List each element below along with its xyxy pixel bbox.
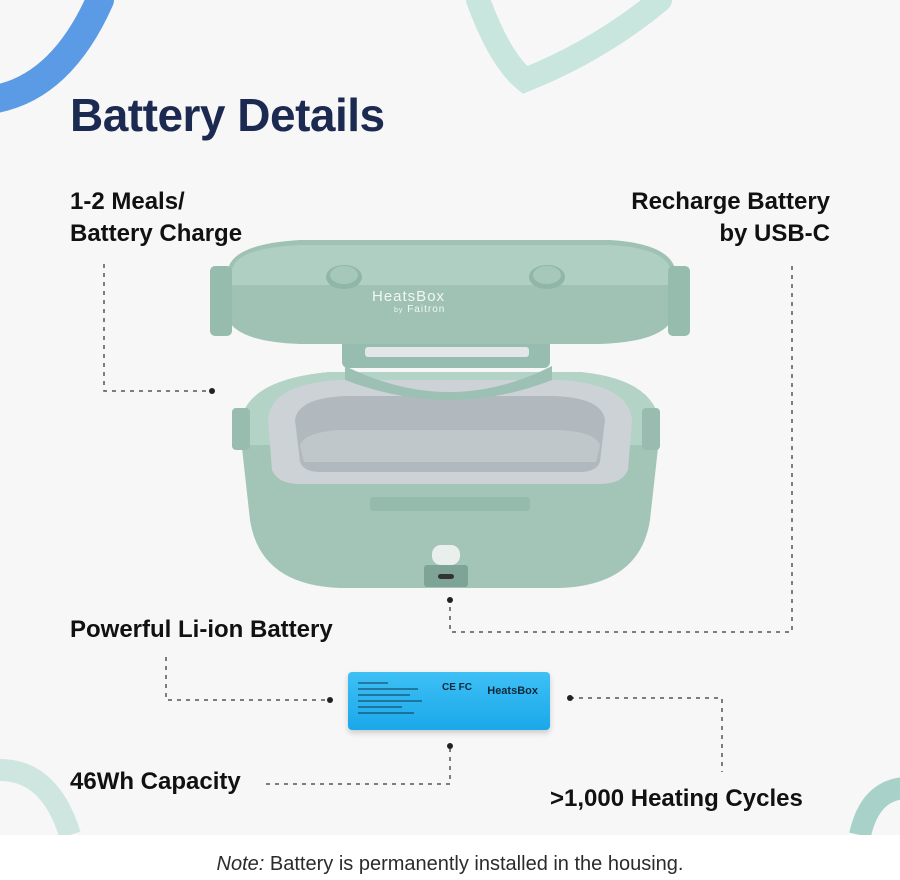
leader-line-li-ion bbox=[165, 657, 330, 701]
footnote: Note: Battery is permanently installed i… bbox=[0, 853, 900, 876]
teal-arc-bottom-left-decor bbox=[0, 759, 81, 839]
feature-recharge-line1: Recharge Battery bbox=[631, 188, 830, 215]
feature-li-ion-battery: Powerful Li-ion Battery bbox=[70, 616, 333, 643]
lid-clip-right bbox=[668, 266, 690, 336]
lid-logo-by: by bbox=[394, 307, 404, 314]
leader-dot-recharge bbox=[447, 597, 453, 603]
feature-recharge-usb-c: Recharge Battery by USB-C bbox=[631, 186, 830, 250]
leader-line-capacity bbox=[266, 746, 451, 785]
leader-line-recharge bbox=[449, 266, 793, 633]
lid-logo-maker: Faitron bbox=[407, 304, 446, 315]
leader-dot-cycles bbox=[567, 695, 573, 701]
power-button bbox=[432, 545, 460, 565]
teal-loop-decor bbox=[466, 0, 672, 94]
leader-dot-li-ion bbox=[327, 697, 333, 703]
footnote-text: Battery is permanently installed in the … bbox=[264, 853, 684, 875]
feature-heating-cycles: >1,000 Heating Cycles bbox=[550, 785, 803, 812]
leader-dot-capacity bbox=[447, 743, 453, 749]
battery-pack: CE FC HeatsBox bbox=[348, 672, 550, 730]
teal-arc-bottom-right-decor bbox=[849, 777, 900, 838]
lunch-box-illustration bbox=[210, 240, 690, 588]
battery-cert-marks: CE FC bbox=[442, 682, 472, 693]
leader-line-cycles bbox=[570, 697, 723, 772]
feature-meals-per-charge: 1-2 Meals/ Battery Charge bbox=[70, 186, 242, 250]
footnote-prefix: Note: bbox=[216, 853, 265, 875]
lid-logo-brand: HeatsBox bbox=[372, 288, 446, 305]
page-title: Battery Details bbox=[70, 89, 385, 141]
feature-meals-line2: Battery Charge bbox=[70, 220, 243, 247]
box-side-clip-right bbox=[642, 408, 660, 450]
blue-arc-decor bbox=[0, 0, 114, 113]
leader-line-meals bbox=[103, 264, 212, 392]
feature-recharge-line2: by USB-C bbox=[719, 220, 830, 247]
battery-fine-print bbox=[358, 678, 428, 718]
box-side-clip-left bbox=[232, 408, 250, 450]
feature-meals-line1: 1-2 Meals/ bbox=[70, 188, 185, 215]
feature-capacity: 46Wh Capacity bbox=[70, 768, 241, 795]
leader-dot-meals bbox=[209, 388, 215, 394]
lid-logo: HeatsBox by Faitron bbox=[372, 288, 532, 315]
battery-brand-label: HeatsBox bbox=[487, 685, 538, 697]
lid-clip-left bbox=[210, 266, 232, 336]
footer-band bbox=[0, 835, 900, 880]
